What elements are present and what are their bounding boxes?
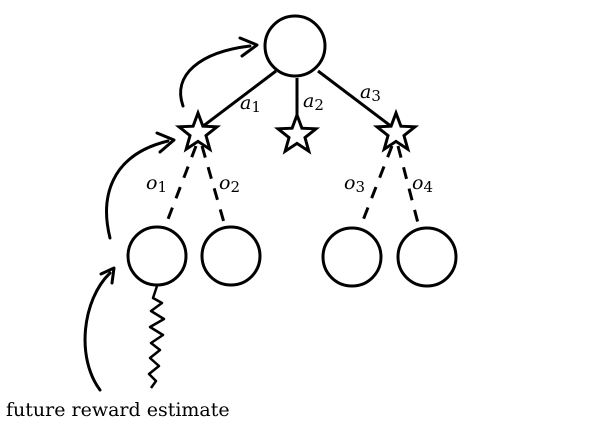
backup-arrow-star-to-root [179,44,252,108]
edge-action-3-to-obs-4 [396,145,421,228]
action-node-star-2 [273,110,321,155]
observation-node-2 [200,225,262,287]
action-label-2: a2 [303,90,324,114]
backup-arrow-caption-to-node [83,271,112,392]
edge-action-1-to-obs-2 [200,145,227,227]
rollout-squiggle [147,285,166,389]
observation-label-4: o4 [412,172,433,196]
edge-root-to-action-1 [197,69,277,132]
observation-node-1 [126,225,188,287]
observation-label-2: o2 [219,172,240,196]
edge-root-to-action-3 [317,69,397,132]
root-node [263,14,327,78]
edge-action-3-to-obs-3 [358,145,394,229]
arrowhead-icon [155,131,176,154]
observation-node-3 [321,226,383,288]
action-label-3: a3 [360,81,381,105]
action-node-star-3 [372,108,420,153]
action-node-star-1 [174,108,222,153]
observation-label-3: o3 [344,172,365,196]
edge-action-1-to-obs-1 [163,145,198,228]
backup-arrow-node-to-star [105,139,170,240]
arrowhead-icon [99,266,116,285]
action-label-1: a1 [240,92,261,116]
arrowhead-icon [238,36,259,58]
observation-node-4 [396,226,458,288]
observation-label-1: o1 [146,172,167,196]
future-reward-estimate-caption: future reward estimate [6,399,230,421]
